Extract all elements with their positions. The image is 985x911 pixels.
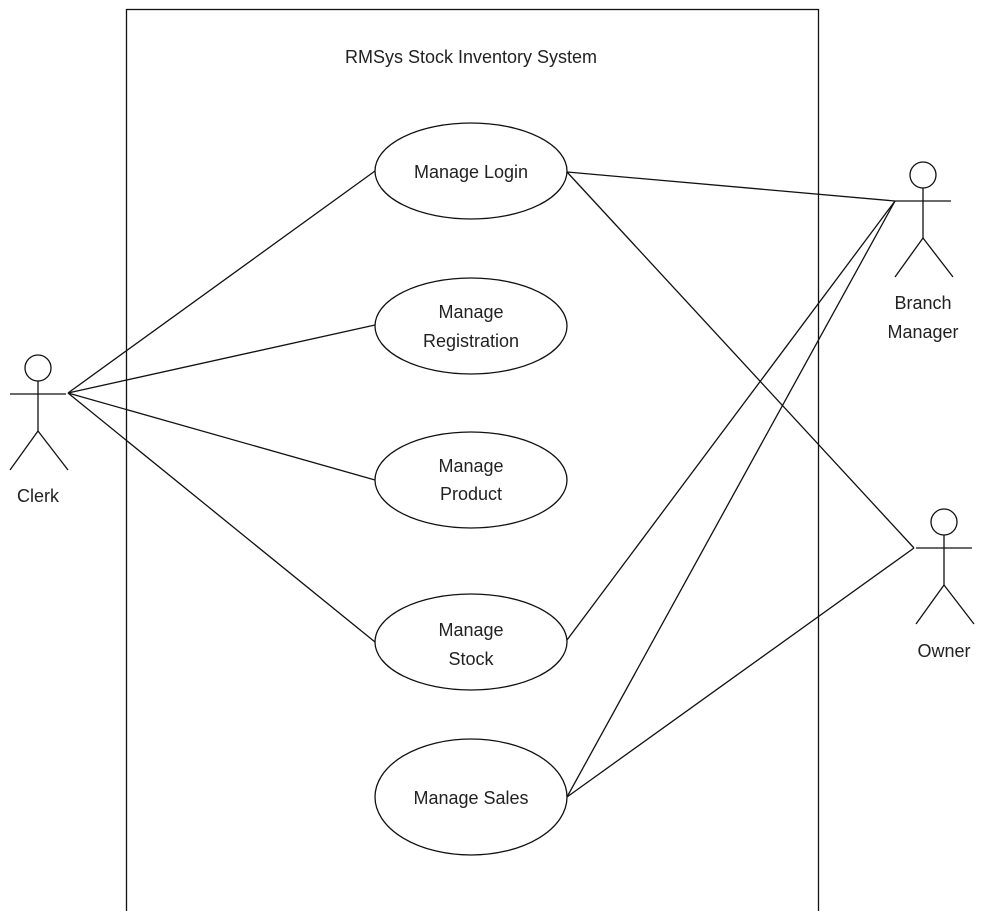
actor-label: Branch	[894, 293, 951, 313]
system-boundary	[125, 8, 820, 911]
use-case-manage-sales[interactable]: Manage Sales	[374, 738, 568, 856]
use-case-manage-stock[interactable]: Manage Stock	[374, 593, 568, 691]
actor-clerk[interactable]: Clerk	[9, 354, 69, 506]
actor-label: Owner	[917, 641, 970, 661]
actor-owner[interactable]: Owner	[915, 508, 975, 661]
use-case-label: Stock	[448, 649, 494, 669]
association-lines	[67, 170, 915, 798]
association-branch-manager-login	[566, 171, 896, 202]
association-clerk-login	[67, 170, 376, 394]
use-case-label: Product	[440, 484, 502, 504]
use-case-label: Manage	[438, 620, 503, 640]
association-clerk-product	[67, 392, 376, 481]
association-owner-sales	[566, 547, 915, 798]
association-branch-manager-stock	[566, 200, 896, 641]
association-owner-login	[566, 171, 915, 549]
actor-label: Clerk	[17, 486, 60, 506]
actor-figure-icon	[915, 508, 975, 625]
actor-figure-icon	[9, 354, 69, 471]
use-case-manage-registration[interactable]: Manage Registration	[374, 277, 568, 375]
association-clerk-registration	[67, 324, 376, 394]
use-case-label: Registration	[423, 331, 519, 351]
actor-label: Manager	[887, 322, 958, 342]
use-case-manage-product[interactable]: Manage Product	[374, 431, 568, 529]
use-case-label: Manage Login	[414, 162, 528, 182]
use-case-label: Manage	[438, 302, 503, 322]
system-title: RMSys Stock Inventory System	[345, 47, 597, 67]
use-case-manage-login[interactable]: Manage Login	[374, 122, 568, 220]
actor-figure-icon	[894, 161, 954, 278]
association-clerk-stock	[67, 392, 376, 643]
association-branch-manager-sales	[566, 200, 896, 798]
use-case-label: Manage Sales	[413, 788, 528, 808]
use-case-label: Manage	[438, 456, 503, 476]
actor-branch-manager[interactable]: Branch Manager	[887, 161, 959, 342]
